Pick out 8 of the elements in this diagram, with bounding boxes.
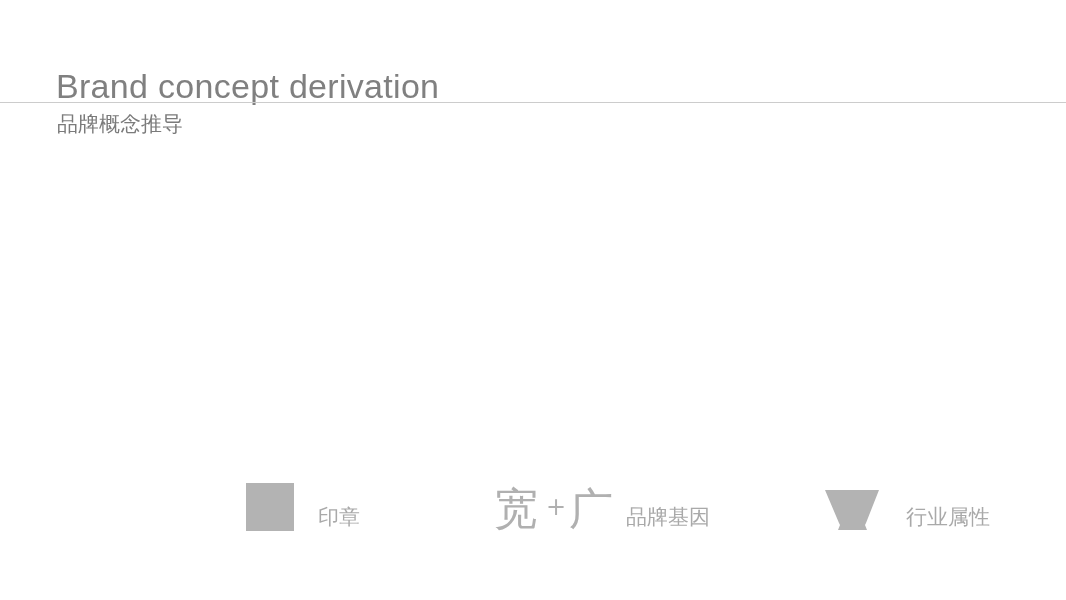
caption: 品牌基因 — [626, 507, 710, 528]
subtitle: 品牌概念推导 — [57, 114, 183, 135]
title: Brand concept derivation — [56, 69, 440, 103]
caption: 印章 — [318, 507, 360, 528]
large-character: 宽 — [494, 487, 538, 531]
plus-sign: + — [546, 495, 567, 519]
large-character: 广 — [569, 487, 613, 531]
caption: 行业属性 — [906, 507, 990, 528]
